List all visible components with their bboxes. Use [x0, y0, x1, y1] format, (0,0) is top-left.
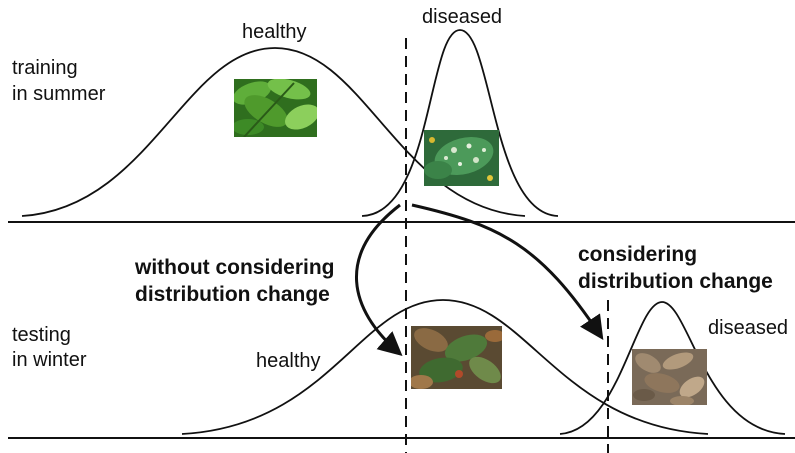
top-diseased-photo [424, 130, 499, 186]
bottom-row-label-line1: testing [12, 324, 71, 346]
without-shift-label-line1: without considering [135, 256, 335, 279]
bottom-healthy-photo [411, 326, 502, 389]
bottom-row-label-line2: in winter [12, 349, 87, 371]
without-shift-arrow [354, 203, 403, 356]
with-shift-label-line2: distribution change [578, 270, 773, 293]
top-healthy-photo [234, 79, 317, 137]
bottom-diseased-curve [559, 301, 786, 435]
with-shift-label-line1: considering [578, 243, 698, 266]
top-diseased-label: diseased [422, 6, 503, 28]
top-row-label-line2: in summer [12, 83, 106, 105]
top-row-label-line1: training [12, 57, 78, 79]
without-shift-label-line2: distribution change [135, 283, 330, 306]
bottom-healthy-label: healthy [256, 350, 321, 372]
with-shift-arrow [411, 203, 604, 340]
bottom-healthy-curve [181, 299, 709, 435]
top-diseased-curve [361, 29, 559, 217]
top-healthy-label: healthy [242, 21, 307, 43]
bottom-diseased-label: diseased [708, 317, 789, 339]
bottom-diseased-photo [632, 349, 707, 405]
